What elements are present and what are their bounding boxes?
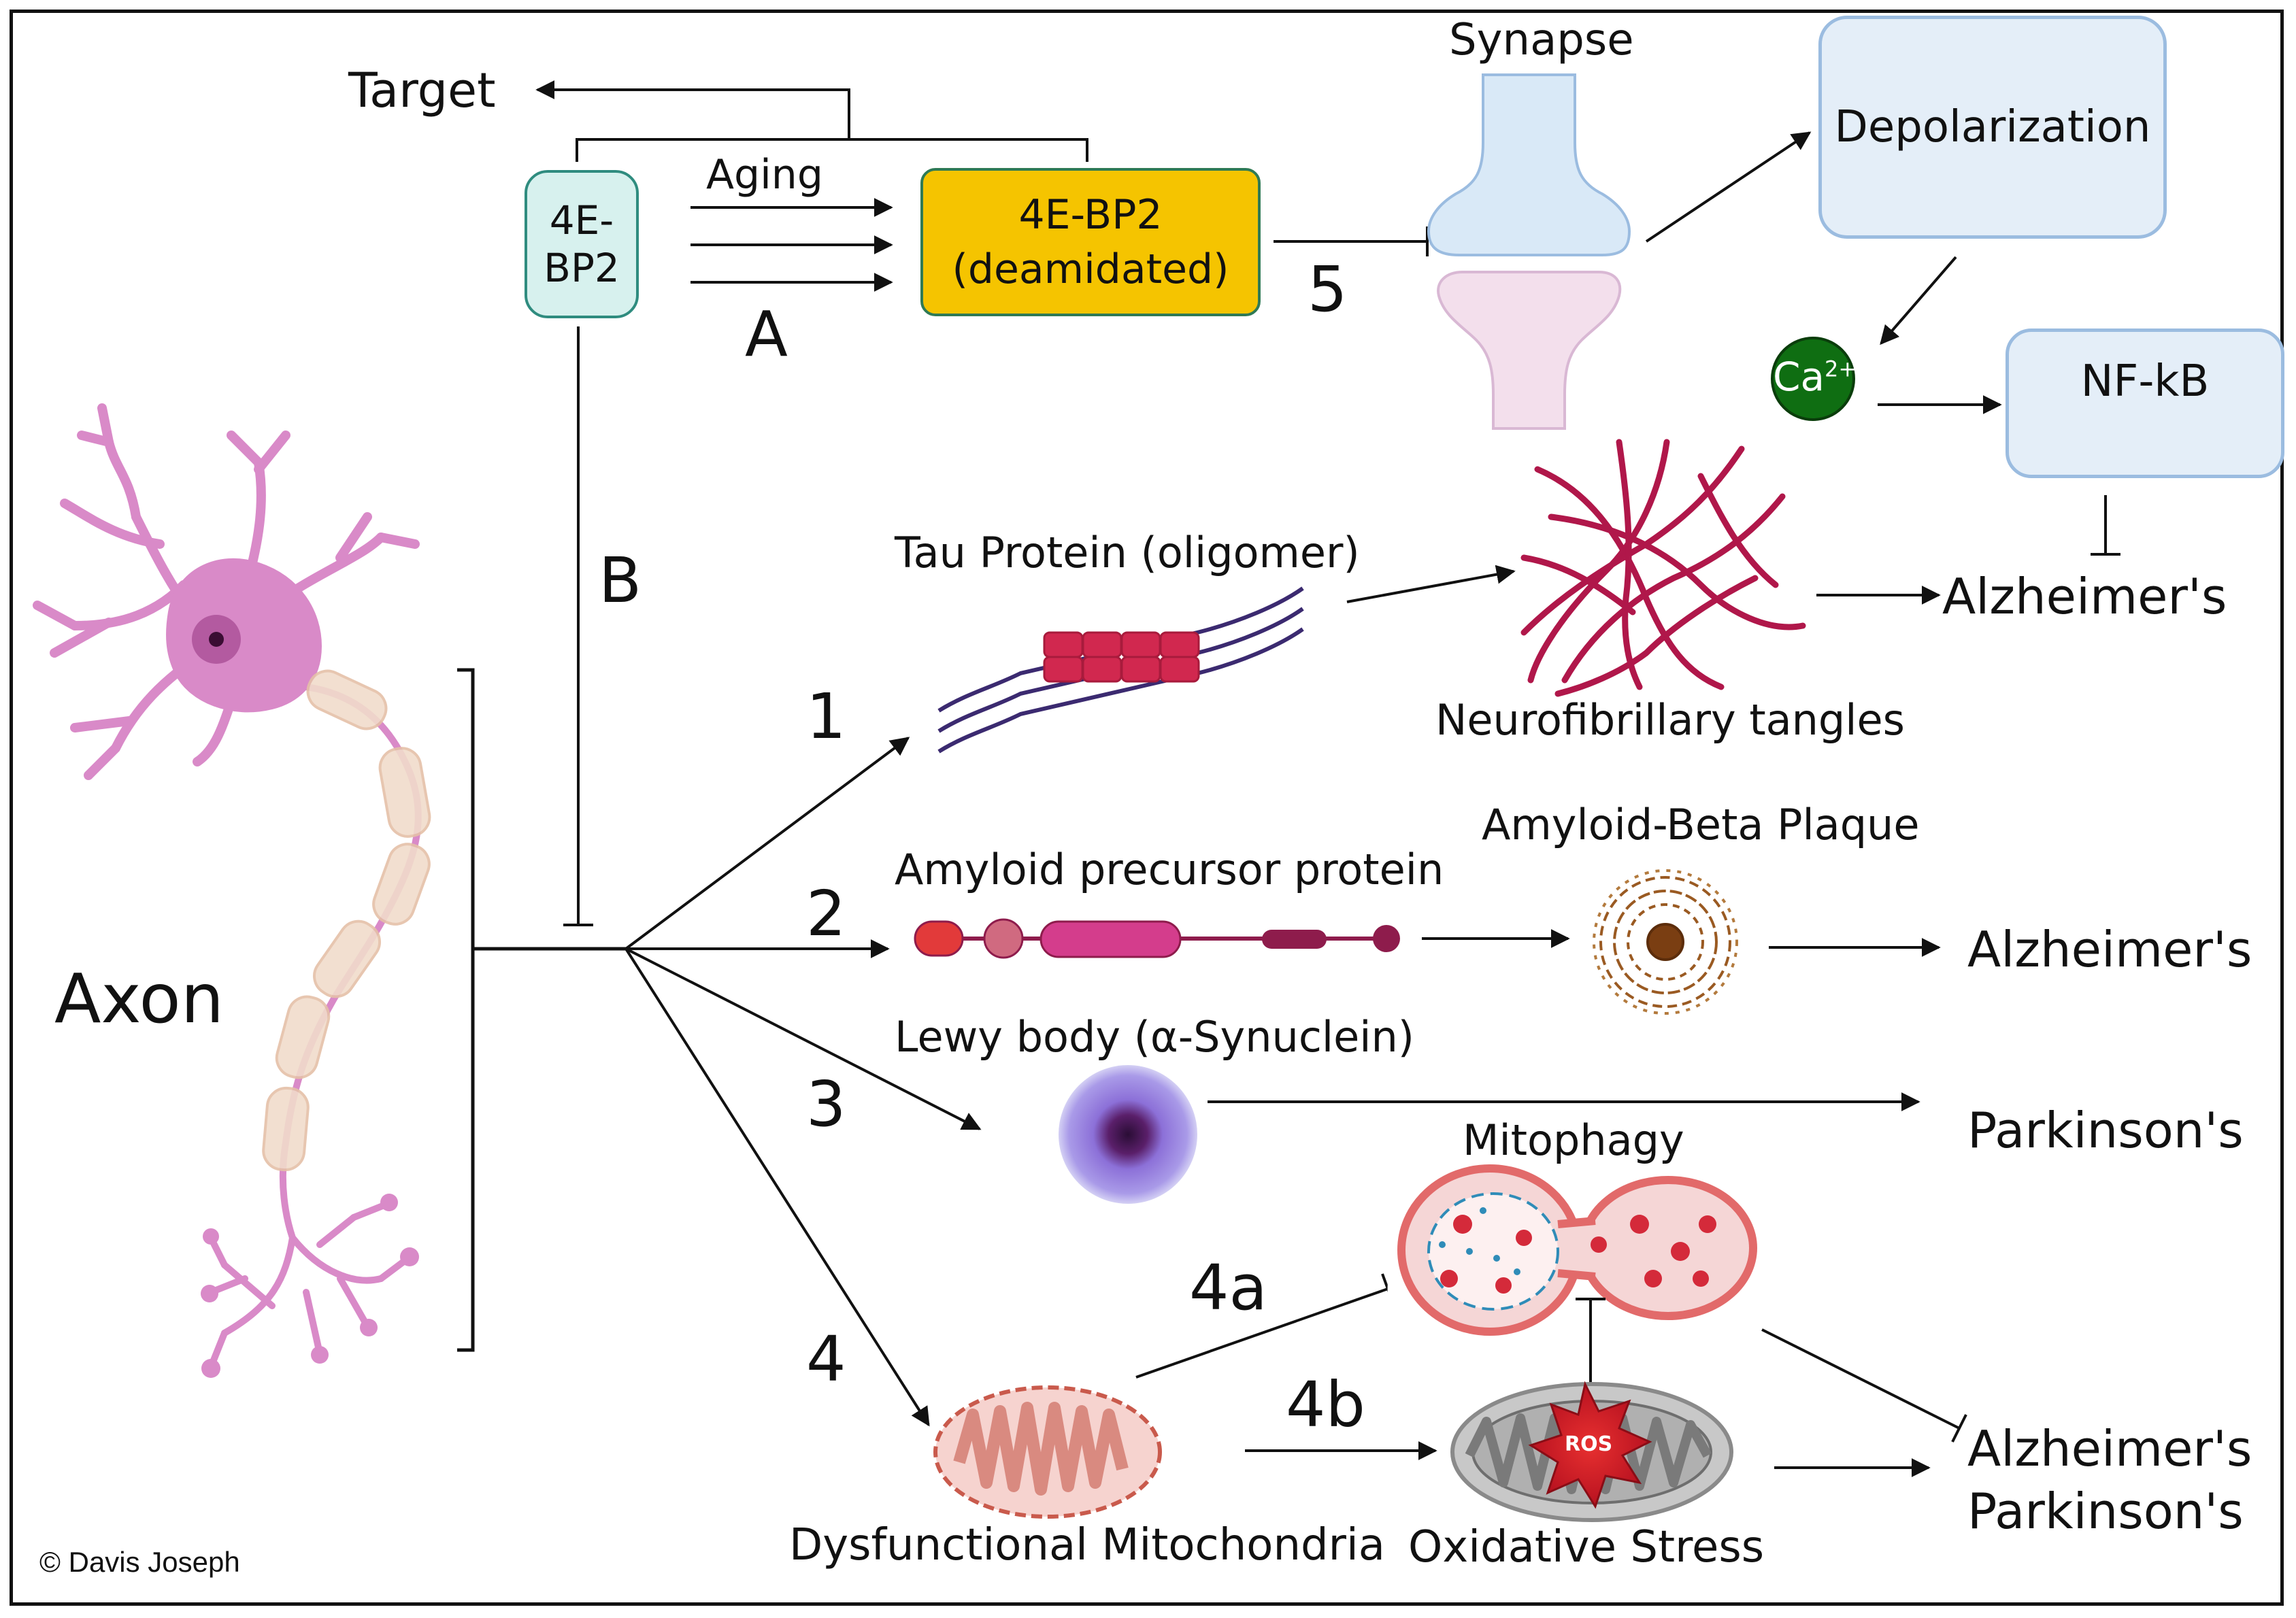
tau-oligomer-illustration: [937, 586, 1304, 754]
ros-label: ROS: [1565, 1432, 1613, 1456]
4e-bp2-deamidated-line2: (deamidated): [952, 246, 1229, 293]
aging-arrows: [691, 198, 893, 292]
mitophagy-illustration: [1387, 1164, 1759, 1336]
depolarization-label: Depolarization: [1834, 102, 2151, 152]
calcium-label: Ca2+: [1773, 354, 1857, 400]
calcium-symbol: Ca: [1773, 354, 1825, 400]
alzheimers-label-1: Alzheimer's: [1942, 568, 2227, 625]
alzheimers-label-2: Alzheimer's: [1967, 921, 2252, 978]
parkinsons-label-1: Parkinson's: [1967, 1102, 2244, 1159]
amyloid-beta-plaque-label: Amyloid-Beta Plaque: [1482, 800, 1920, 849]
tau-protein-label: Tau Protein (oligomer): [895, 528, 1360, 577]
amyloid-precursor-protein-illustration: [914, 918, 1400, 959]
inhibit-synapse-line: [1274, 226, 1429, 256]
neuron-illustration: [33, 403, 431, 1378]
amyloid-beta-plaque-illustration: [1593, 869, 1738, 1015]
inhibit-axon-line-b: [563, 326, 593, 926]
pathway-number-5: 5: [1308, 253, 1348, 326]
lewy-body-illustration: [1059, 1065, 1197, 1204]
synapse-illustration: [1427, 73, 1631, 430]
pathway-letter-b: B: [599, 544, 642, 617]
target-label: Target: [348, 63, 496, 118]
nf-kb-label: NF-kB: [2080, 356, 2210, 407]
depolarization-cascade-arrows: [1645, 131, 2120, 556]
target-feedback-line: [535, 80, 1088, 162]
parkinsons-label-2: Parkinson's: [1967, 1483, 2244, 1540]
nf-kb-node: NF-kB: [2006, 328, 2284, 478]
pathway-number-4a: 4a: [1189, 1251, 1267, 1324]
dysfunctional-mitochondria-label: Dysfunctional Mitochondria: [789, 1520, 1385, 1570]
pathway-letter-a: A: [745, 298, 788, 371]
axon-branch-arrows: [625, 737, 982, 1427]
alzheimers-label-3: Alzheimer's: [1967, 1420, 2252, 1477]
oxidative-stress-illustration: [1450, 1381, 1733, 1522]
pathway-number-2: 2: [806, 877, 846, 950]
4e-bp2-line1: 4E-: [549, 197, 614, 243]
axon-label: Axon: [54, 959, 224, 1039]
oxidative-stress-label: Oxidative Stress: [1408, 1522, 1765, 1572]
pathway-number-1: 1: [806, 680, 846, 753]
disease-final-arrows: [1761, 1328, 1967, 1477]
calcium-ion-icon: [1771, 337, 1855, 421]
4e-bp2-deamidated-line1: 4E-BP2: [1018, 191, 1163, 239]
axon-bracket: [457, 668, 626, 1352]
4e-bp2-line2: BP2: [544, 245, 620, 291]
mitophagy-label: Mitophagy: [1463, 1115, 1684, 1165]
synapse-label: Synapse: [1449, 15, 1634, 65]
4e-bp2-node: 4E- BP2: [525, 170, 639, 318]
aging-label: Aging: [706, 151, 823, 199]
copyright-notice: © Davis Joseph: [39, 1546, 240, 1578]
pathway-number-4: 4: [806, 1323, 846, 1396]
pathway-number-4b: 4b: [1286, 1368, 1365, 1441]
depolarization-node: Depolarization: [1818, 16, 2167, 239]
neurofibrillary-tangles-label: Neurofibrillary tangles: [1435, 695, 1905, 745]
calcium-charge: 2+: [1825, 356, 1857, 382]
lewy-body-label: Lewy body (α-Synuclein): [895, 1012, 1414, 1062]
amyloid-precursor-protein-label: Amyloid precursor protein: [895, 845, 1444, 894]
tau-to-tangle-arrow: [1346, 564, 1516, 603]
dysfunctional-mitochondria-illustration: [933, 1385, 1162, 1519]
neurofibrillary-tangles-illustration: [1520, 439, 1806, 697]
4e-bp2-deamidated-node: 4E-BP2 (deamidated): [920, 168, 1261, 316]
pathway-number-3: 3: [806, 1068, 846, 1141]
